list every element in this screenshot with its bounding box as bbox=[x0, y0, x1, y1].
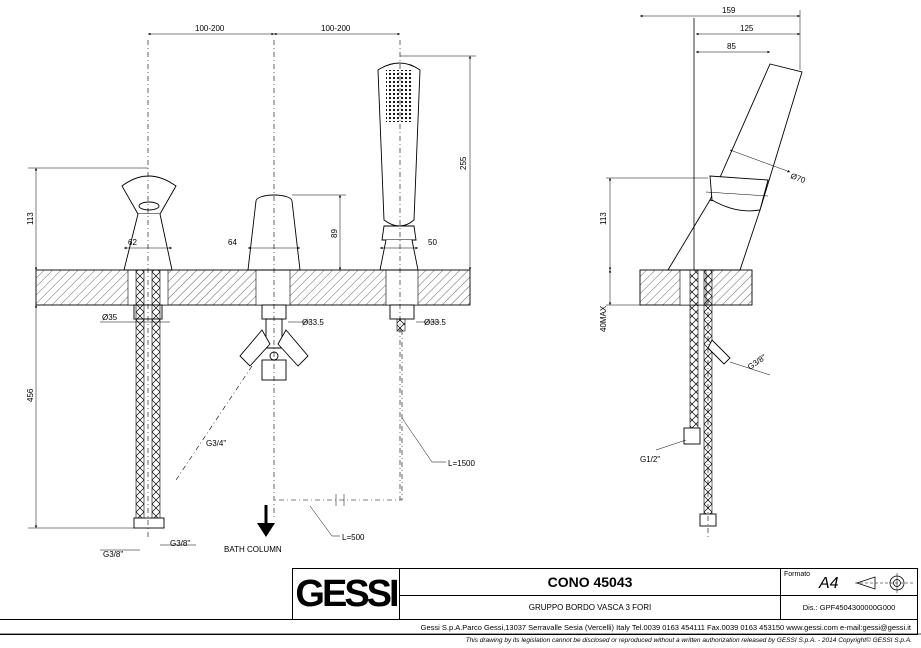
format-value: A4 bbox=[819, 575, 839, 592]
dim-thread-g38-b: G3/8" bbox=[170, 539, 190, 548]
mixer-handle bbox=[121, 175, 177, 271]
dim-width-85: 85 bbox=[727, 42, 736, 51]
hose-left-b bbox=[151, 269, 161, 521]
copyright-disclaimer: This drawing by its legislation cannot b… bbox=[465, 637, 912, 644]
drawing-subtitle: GRUPPO BORDO VASCA 3 FORI bbox=[528, 603, 652, 612]
hand-shower bbox=[377, 62, 421, 271]
dim-side-height-113: 113 bbox=[599, 212, 608, 225]
dim-thread-g34: G3/4" bbox=[206, 439, 226, 448]
logo-cell: GESSI bbox=[292, 568, 400, 620]
hose-left-a bbox=[135, 269, 145, 521]
front-view: 100-200 100-200 113 62 64 89 255 50 Ø35 … bbox=[26, 24, 476, 559]
dim-width-125: 125 bbox=[740, 24, 754, 33]
dim-height-456: 456 bbox=[26, 388, 35, 402]
dim-height-113: 113 bbox=[26, 212, 35, 225]
dim-length-500: L=500 bbox=[342, 533, 365, 542]
title-block: GESSI CONO 45043 GRUPPO BORDO VASCA 3 FO… bbox=[0, 568, 918, 646]
dim-40max: 40MAX bbox=[599, 305, 608, 332]
company-address: Gessi S.p.A.Parco Gessi,13037 Serravalle… bbox=[420, 622, 911, 632]
dim-dia-33-5-a: Ø33.5 bbox=[302, 318, 324, 327]
dim-length-1500: L=1500 bbox=[448, 459, 475, 468]
projection-symbol-icon bbox=[855, 573, 913, 593]
dim-dia-70: Ø70 bbox=[789, 171, 807, 185]
dim-side-thread-g38: G3/8" bbox=[746, 353, 768, 372]
dim-dia-35: Ø35 bbox=[102, 313, 118, 322]
format-label: Formato bbox=[784, 571, 811, 578]
dim-height-255: 255 bbox=[459, 156, 468, 170]
hose-shower bbox=[396, 318, 406, 332]
dim-spacing-left: 100-200 bbox=[195, 24, 225, 33]
dim-spacing-right: 100-200 bbox=[321, 24, 351, 33]
label-bath-column: BATH COLUMN bbox=[224, 545, 282, 554]
dim-width-50: 50 bbox=[428, 238, 437, 247]
dim-thread-g38-a: G3/8" bbox=[103, 550, 123, 559]
dim-height-89: 89 bbox=[330, 229, 339, 238]
dim-width-159: 159 bbox=[722, 6, 736, 15]
dim-width-64: 64 bbox=[228, 238, 237, 247]
drawing-title: CONO 45043 bbox=[547, 574, 633, 590]
gessi-logo: GESSI bbox=[295, 573, 399, 615]
drawing-number: Dis.: GPF4504300000G000 bbox=[802, 603, 896, 612]
dim-side-thread-g12: G1/2" bbox=[640, 455, 660, 464]
side-view: 159 125 85 Ø70 113 40MAX G3/8" G1/2" bbox=[599, 6, 807, 540]
dim-width-62: 62 bbox=[128, 238, 137, 247]
dim-dia-33-5-b: Ø33.5 bbox=[424, 318, 446, 327]
